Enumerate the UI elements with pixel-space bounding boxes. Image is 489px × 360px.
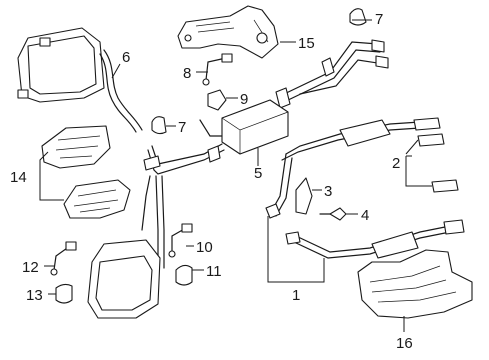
pipe-front-left (99, 49, 143, 133)
clamp-top (349, 8, 367, 26)
catalytic-converter-upper (269, 119, 421, 217)
heat-shield-14a (41, 125, 111, 169)
callout-12: 12 (22, 259, 39, 276)
callout-14: 14 (10, 169, 27, 186)
callout-9: 9 (240, 91, 248, 108)
callout-8: 8 (183, 65, 191, 82)
hanger-12 (50, 241, 77, 276)
muffler-5 (199, 99, 289, 155)
gasket-upper (413, 117, 445, 147)
callout-6: 6 (122, 49, 130, 66)
bolt-4 (319, 207, 347, 221)
callout-7-top: 7 (375, 11, 383, 28)
rear-tailpipes (275, 39, 389, 109)
heat-shield-14b (63, 179, 131, 219)
heat-shield-lower-left (87, 239, 161, 319)
gasket-lower (431, 179, 459, 193)
callout-13: 13 (26, 287, 43, 304)
leader-lines (39, 19, 432, 332)
callout-7-mid: 7 (178, 119, 186, 136)
heat-shield-upper-left (17, 27, 105, 103)
hanger-10 (168, 223, 193, 258)
callout-5: 5 (254, 165, 262, 182)
callout-16: 16 (396, 335, 413, 352)
callout-4: 4 (361, 207, 369, 224)
hanger-8 (202, 53, 233, 86)
bracket-3 (295, 177, 313, 215)
heat-shield-16 (357, 249, 473, 319)
callout-3: 3 (324, 183, 332, 200)
isolator-13 (55, 283, 73, 304)
callout-15: 15 (298, 35, 315, 52)
callout-10: 10 (196, 239, 213, 256)
heat-shield-upper (177, 5, 279, 59)
callout-11: 11 (206, 263, 222, 280)
callout-1: 1 (292, 287, 300, 304)
catalytic-converter-lower (265, 203, 465, 259)
isolator-11 (175, 264, 193, 286)
clamp-mid (151, 116, 167, 135)
callout-2: 2 (392, 155, 400, 172)
isolator-9 (207, 89, 227, 111)
